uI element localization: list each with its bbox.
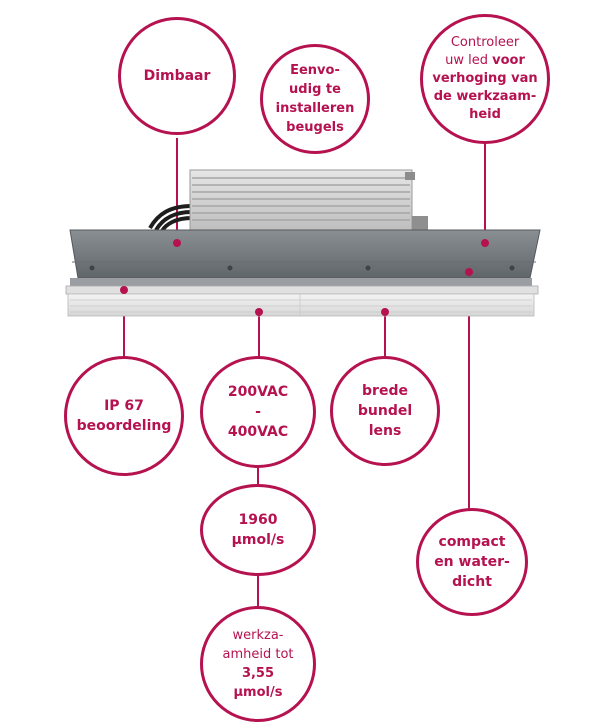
callout-text: 3,55 [241, 666, 275, 681]
callout-text: 1960 [238, 512, 278, 528]
callout-text: werkza- [232, 628, 284, 643]
callout-compact-waterproof: compact en water- dicht [416, 508, 528, 616]
callout-text: amheid tot [222, 647, 294, 662]
lens-panel [65, 278, 539, 317]
callout-text: beugels [286, 120, 344, 135]
callout-text: Controleer [450, 35, 520, 50]
callout-text: udig te [289, 82, 341, 97]
callout-text: en water- [434, 554, 510, 570]
callout-dimbaar: Dimbaar [118, 17, 236, 135]
callout-wide-beam-lens: brede bundel lens [330, 356, 440, 466]
callout-ppf: 1960 µmol/s [200, 484, 316, 576]
callout-text: brede [362, 383, 408, 399]
callout-led-control: Controleer uw led voor verhoging van de … [420, 14, 550, 144]
callout-text: 400VAC [227, 424, 289, 440]
callout-text: bundel [357, 403, 413, 419]
callout-text: installeren [275, 101, 355, 116]
callout-text: Dimbaar [143, 68, 211, 84]
callout-text: lens [368, 423, 402, 439]
callout-text: beoordeling [76, 418, 172, 434]
callout-text: de werkzaam- [433, 89, 537, 104]
callout-text: heid [469, 107, 501, 122]
callout-text: 200VAC [227, 384, 289, 400]
callout-voltage: 200VAC - 400VAC [200, 356, 316, 468]
callout-ip67: IP 67 beoordeling [64, 356, 184, 476]
callout-text: IP 67 [104, 398, 144, 414]
anchor-dots [120, 239, 489, 316]
callout-text: - [255, 404, 261, 420]
callout-text: uw led [445, 53, 493, 68]
callout-text: Eenvo- [290, 63, 340, 78]
callout-text: µmol/s [233, 685, 283, 700]
callout-text: verhoging van [432, 71, 538, 86]
callout-text: compact [438, 534, 506, 550]
callout-mounting-brackets: Eenvo- udig te installeren beugels [260, 44, 370, 154]
callout-efficiency: werkza- amheid tot 3,55 µmol/s [200, 606, 316, 722]
callout-text: voor [492, 53, 525, 68]
driver-cables [148, 204, 193, 233]
driver-box [189, 169, 428, 233]
callout-text: dicht [452, 574, 492, 590]
callout-text: µmol/s [231, 532, 285, 548]
